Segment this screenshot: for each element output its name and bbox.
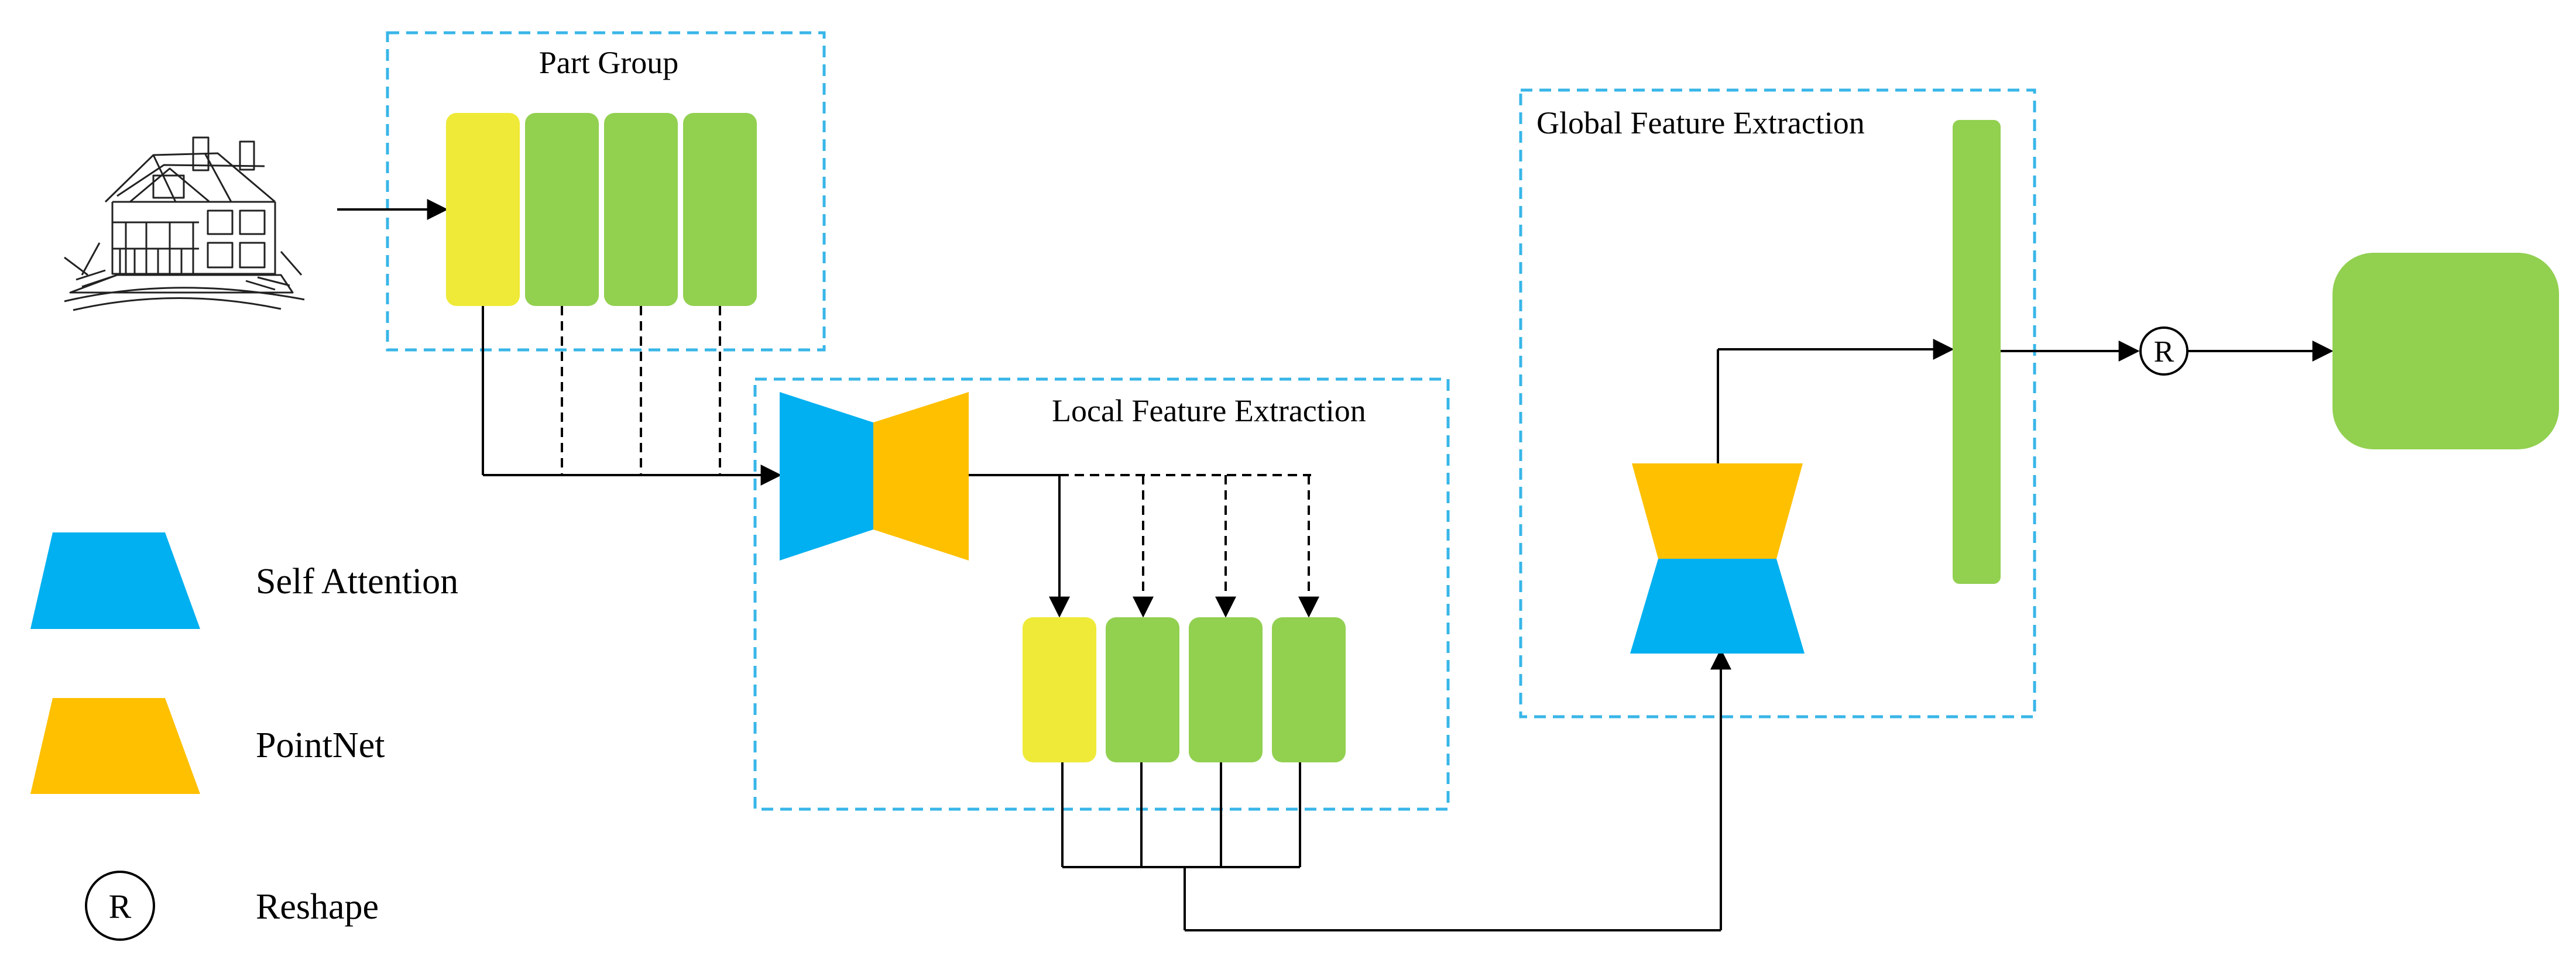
reshape-node-letter: R <box>2154 335 2174 369</box>
legend-self-attention-label: Self Attention <box>256 562 458 601</box>
part-group-box <box>386 31 826 352</box>
local-pointnet-block <box>873 392 969 561</box>
local-block-green-3 <box>1272 617 1346 762</box>
local-block-green-2 <box>1189 617 1263 762</box>
local-block-yellow <box>1023 617 1096 762</box>
global-self-attention-block <box>1630 559 1805 654</box>
legend-reshape-swatch <box>85 871 155 941</box>
local-connectors <box>969 474 1319 618</box>
global-feature-extraction-box <box>1519 88 2036 718</box>
house-sketch-icon <box>64 136 305 311</box>
part-block-green-3 <box>683 113 757 306</box>
local-self-attention-block <box>780 392 873 561</box>
part-group-connectors <box>482 306 782 486</box>
global-pointnet-block <box>1632 463 1803 559</box>
legend-pointnet-label: PointNet <box>256 726 385 765</box>
part-block-yellow <box>446 113 520 306</box>
part-block-green-1 <box>525 113 599 306</box>
legend-reshape-letter: R <box>109 888 132 926</box>
legend-pointnet-swatch <box>30 698 200 794</box>
local-feature-extraction-label: Local Feature Extraction <box>1052 393 1366 428</box>
merge-connectors <box>1061 648 1731 931</box>
legend-reshape-label: Reshape <box>256 887 379 927</box>
global-connectors <box>1717 339 1954 463</box>
global-feature-extraction-label: Global Feature Extraction <box>1536 105 1865 140</box>
legend: Self Attention PointNet R Reshape <box>30 532 458 941</box>
legend-self-attention-swatch <box>30 532 200 629</box>
part-block-green-2 <box>604 113 678 306</box>
global-feature-bar <box>1953 120 2001 584</box>
local-block-green-1 <box>1106 617 1179 762</box>
local-feature-extraction-box <box>753 377 1450 811</box>
output-feature-block <box>2333 253 2559 449</box>
part-group-label: Part Group <box>539 45 678 80</box>
